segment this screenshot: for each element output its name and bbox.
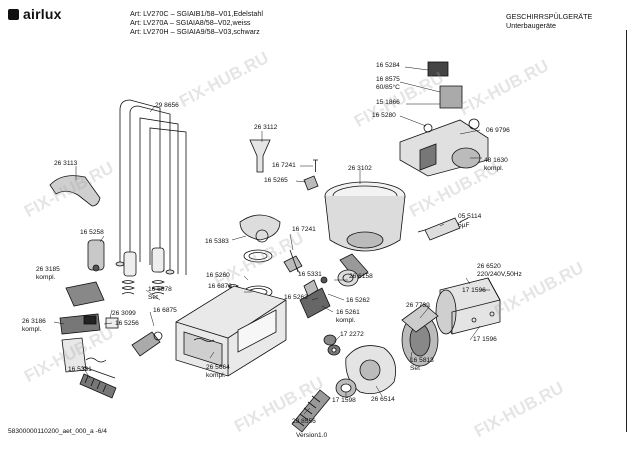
brand-logo: airlux <box>8 6 62 22</box>
part-label: 06 9796 <box>486 127 510 134</box>
part-label: 26 3099 <box>112 310 136 317</box>
part-note: Set <box>148 294 158 301</box>
part-label: 16 5256 <box>115 320 139 327</box>
part-label: 17 1596 <box>473 336 497 343</box>
drain-pump-motor <box>435 277 501 335</box>
part-label: 26 3186 <box>22 318 46 325</box>
pump-housing <box>327 344 397 395</box>
clip-part <box>303 175 319 191</box>
part-label: 16 5265 <box>264 177 288 184</box>
part-label: 16 5280 <box>372 112 396 119</box>
part-label: 16 5262 <box>346 297 370 304</box>
part-label: 48 1630 <box>484 157 508 164</box>
water-softener-cluster <box>399 61 489 177</box>
part-label: 16 5331 <box>298 271 322 278</box>
part-label: 16 6875 <box>153 307 177 314</box>
small-ring <box>323 334 337 346</box>
part-label: 16 7241 <box>272 162 296 169</box>
impeller-housing <box>401 303 439 367</box>
part-label: 15 1866 <box>376 99 400 106</box>
part-note: kompl. <box>206 372 226 379</box>
subcategory-title: Unterbaugeräte <box>506 21 556 30</box>
spray-arm-frame-tubes <box>115 99 187 275</box>
category-title: GESCHIRRSPÜLGERÄTE <box>506 12 593 21</box>
part-note: Set <box>410 365 420 372</box>
part-label: 16 7241 <box>292 226 316 233</box>
part-label: 16 5813 <box>410 357 434 364</box>
part-label: 29 8556 <box>292 418 316 425</box>
part-label: 16 6878 <box>148 286 172 293</box>
part-note: 220/240V,50Hz <box>477 271 522 278</box>
article-line-1: Art: LV270C – SGIAIB1/58–V01,Edelstahl <box>130 9 263 18</box>
part-label: 17 1598 <box>332 397 356 404</box>
part-note: 5µF <box>458 222 470 229</box>
valve-part <box>131 331 163 357</box>
part-note: kompl. <box>22 326 42 333</box>
brand-name: airlux <box>23 6 62 22</box>
part-label: 16 5331 <box>68 366 92 373</box>
part-label: 26 5664 <box>206 364 230 371</box>
leader-lines <box>53 66 490 415</box>
funnel-part <box>249 139 271 173</box>
right-border-line <box>626 30 627 432</box>
pump-nozzle <box>337 269 359 287</box>
part-label: 26 6520 <box>477 263 501 270</box>
article-line-2: Art: LV270A – SGIAIA8/58–V02,weiss <box>130 18 251 27</box>
screw-part <box>313 159 318 172</box>
part-label: 17 2272 <box>340 331 364 338</box>
part-note: kompl. <box>336 317 356 324</box>
part-note: 60/85°C <box>376 84 400 91</box>
part-note: kompl. <box>484 165 504 172</box>
drain-hose <box>291 389 331 433</box>
part-label: 26 3112 <box>254 124 278 131</box>
part-label: 26 7739 <box>406 302 430 309</box>
capacitor-part <box>417 217 469 241</box>
part-note: kompl. <box>36 274 56 281</box>
hose-segment <box>79 373 117 399</box>
part-label: 26 3113 <box>54 160 78 167</box>
part-label: 16 5383 <box>205 238 229 245</box>
control-housing <box>175 285 287 377</box>
part-label: 26 6158 <box>349 273 373 280</box>
part-label: 16 5258 <box>80 229 104 236</box>
part-label: 16 5261 <box>336 309 360 316</box>
part-label: 26 6514 <box>371 396 395 403</box>
part-label: 26 3185 <box>36 266 60 273</box>
bracket-parts <box>283 249 331 319</box>
part-label: 16 5284 <box>376 62 400 69</box>
article-line-3: Art: LV270H – SGIAIA9/58–V03,schwarz <box>130 27 260 36</box>
part-label: 16 6879 <box>208 283 232 290</box>
sump-assembly <box>324 181 406 281</box>
part-label: 16 8575 <box>376 76 400 83</box>
part-label: 29 8656 <box>155 102 179 109</box>
part-label: 16 5263 <box>284 294 308 301</box>
document-id: 58300000110200_aet_000_a -6/4 <box>8 428 107 435</box>
version-label: Version1.0 <box>296 432 328 439</box>
part-label: 16 5260 <box>206 272 230 279</box>
part-label: 17 1596 <box>462 287 486 294</box>
part-label: 26 3102 <box>348 165 372 172</box>
inlet-valve-stack <box>59 239 165 379</box>
heater-seal-parts <box>227 214 281 299</box>
brand-mark-icon <box>8 9 19 20</box>
part-label: 05 5114 <box>458 213 482 220</box>
cover-part <box>49 175 101 207</box>
